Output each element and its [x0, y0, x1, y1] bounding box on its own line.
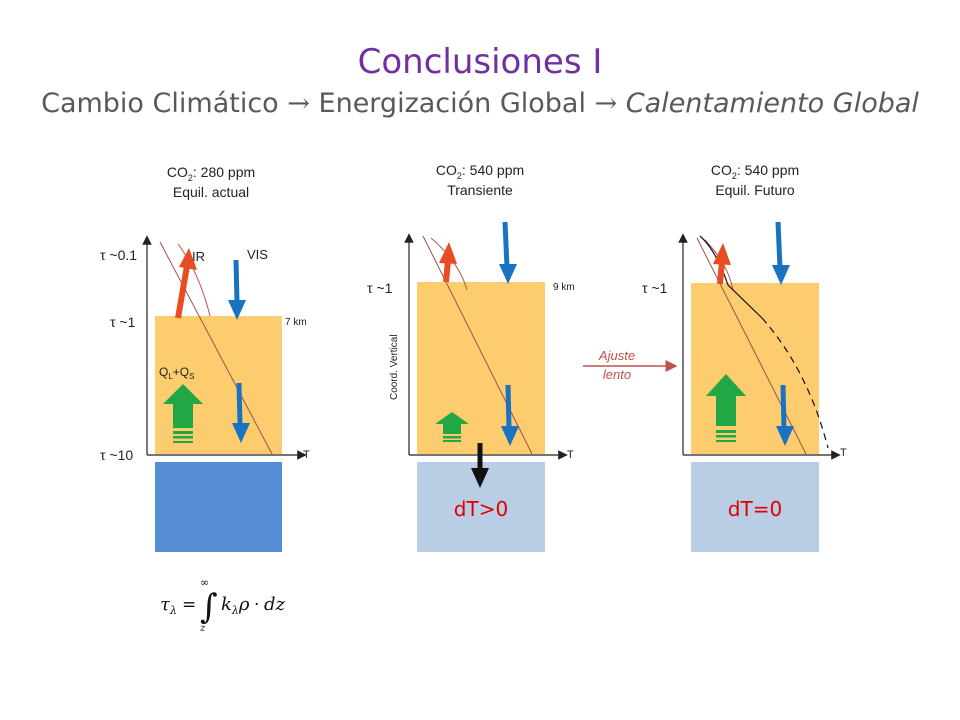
formula-equals: = [182, 595, 196, 615]
heat-flux-arrow-icon [435, 412, 469, 442]
height-label: 9 km [553, 282, 575, 293]
vis-arrow-icon [772, 221, 790, 285]
panel-current-equilibrium: CO2: 280 ppm Equil. actual T τ ~0.1 τ ~1… [100, 164, 310, 552]
subtitle-part-3: Calentamiento Global [625, 88, 919, 119]
flux-label: QL+QS [159, 365, 194, 381]
dt-label: dT=0 [728, 497, 782, 521]
vertical-axis-label: Coord. Vertical [389, 334, 400, 400]
right-arrow-icon: → [594, 88, 618, 119]
vis-arrow-lower-icon [776, 384, 794, 446]
co2-label: CO2: 540 ppm [711, 162, 799, 181]
formula-lower-limit: z [199, 623, 206, 634]
temperature-profile-line [422, 235, 533, 455]
tau-top-label: τ ~0.1 [100, 247, 137, 263]
adjust-label-line2: lento [603, 367, 631, 382]
panel-transient: CO2: 540 ppm Transiente T Coord. Vertica… [367, 162, 575, 552]
formula-upper-limit: ∞ [200, 576, 209, 589]
formula-k: kλρ [221, 594, 250, 617]
dt-label: dT>0 [454, 497, 508, 521]
state-label: Equil. actual [173, 184, 249, 200]
vis-arrow-lower-icon [501, 384, 519, 446]
panel-future-equilibrium: CO2: 540 ppm Equil. Futuro T τ ~1 [642, 162, 847, 552]
tau-mid-label: τ ~1 [110, 314, 136, 330]
ir-arrow-icon [175, 248, 197, 319]
t-axis-label: T [567, 449, 574, 461]
t-axis-label: T [840, 447, 847, 459]
temperature-profile-line [159, 241, 273, 455]
state-label: Equil. Futuro [715, 182, 795, 198]
t-axis-label: T [303, 449, 310, 461]
integral-icon: ∫ [200, 587, 218, 627]
page-subtitle: Cambio Climático → Energización Global →… [0, 88, 960, 119]
subtitle-part-1: Cambio Climático [41, 88, 279, 119]
vis-arrow-icon [499, 221, 517, 284]
page-title: Conclusiones I [357, 42, 603, 82]
tau-label: τ ~1 [367, 280, 393, 296]
heat-flux-arrow-icon [163, 384, 203, 443]
formula-dot: · [254, 595, 259, 615]
ocean-box [155, 462, 282, 552]
height-label: 7 km [285, 317, 307, 328]
vis-label: VIS [247, 247, 268, 262]
atmosphere-box [691, 283, 819, 454]
co2-label: CO2: 540 ppm [436, 162, 524, 181]
heat-flux-arrow-icon [706, 374, 746, 442]
ir-arrow-icon [439, 242, 457, 283]
tau-label: τ ~1 [642, 280, 668, 296]
atmosphere-box [417, 282, 545, 454]
formula-lhs: τλ [160, 594, 177, 617]
co2-label: CO2: 280 ppm [167, 164, 255, 183]
vis-arrow-icon [228, 259, 246, 320]
ocean-box [691, 462, 819, 552]
temperature-profile-curve [177, 243, 211, 317]
adjust-label-line1: Ajuste [598, 348, 635, 363]
subtitle-part-2: Energización Global [318, 88, 586, 119]
right-arrow-icon: → [287, 88, 310, 119]
ir-label: IR [192, 249, 205, 264]
tau-bottom-label: τ ~10 [100, 447, 133, 463]
ocean-heat-arrow-icon [471, 443, 489, 488]
vis-arrow-lower-icon [232, 382, 250, 443]
formula-dz: dz [264, 594, 286, 615]
optical-depth-formula: τλ = ∫ ∞ z kλρ · dz [160, 576, 286, 634]
state-label: Transiente [447, 182, 513, 198]
ir-arrow-icon [713, 243, 731, 285]
slow-adjustment-connector: Ajuste lento [583, 348, 678, 382]
new-profile-dashed [761, 317, 829, 449]
old-profile-line [696, 237, 807, 455]
